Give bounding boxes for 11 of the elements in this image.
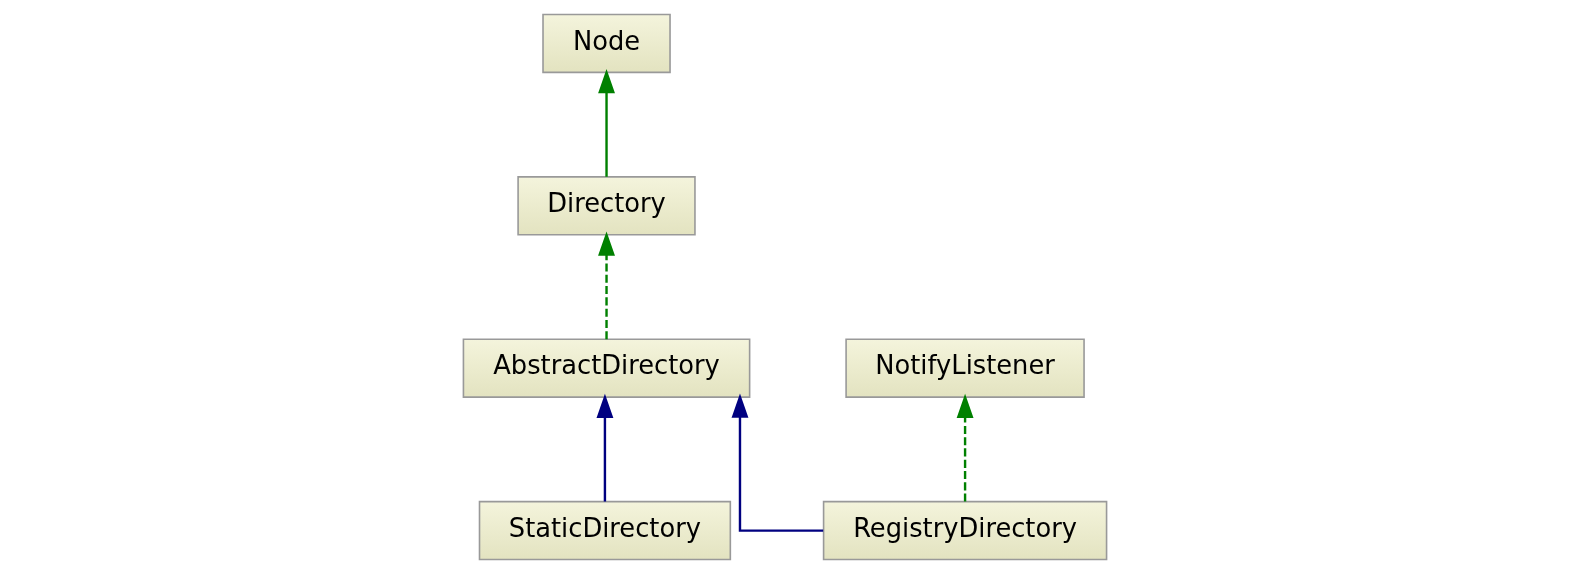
node-box: RegistryDirectory [822,500,1108,561]
arrow [598,231,615,340]
node-box: Node [542,13,671,74]
node-box: StaticDirectory [478,500,732,561]
node-box: Directory [517,176,696,236]
arrow [598,69,615,177]
arrow [956,393,974,502]
node-box: AbstractDirectory [462,338,751,398]
arrow [596,393,614,502]
node-box: NotifyListener [845,338,1085,398]
arrow [731,393,824,532]
